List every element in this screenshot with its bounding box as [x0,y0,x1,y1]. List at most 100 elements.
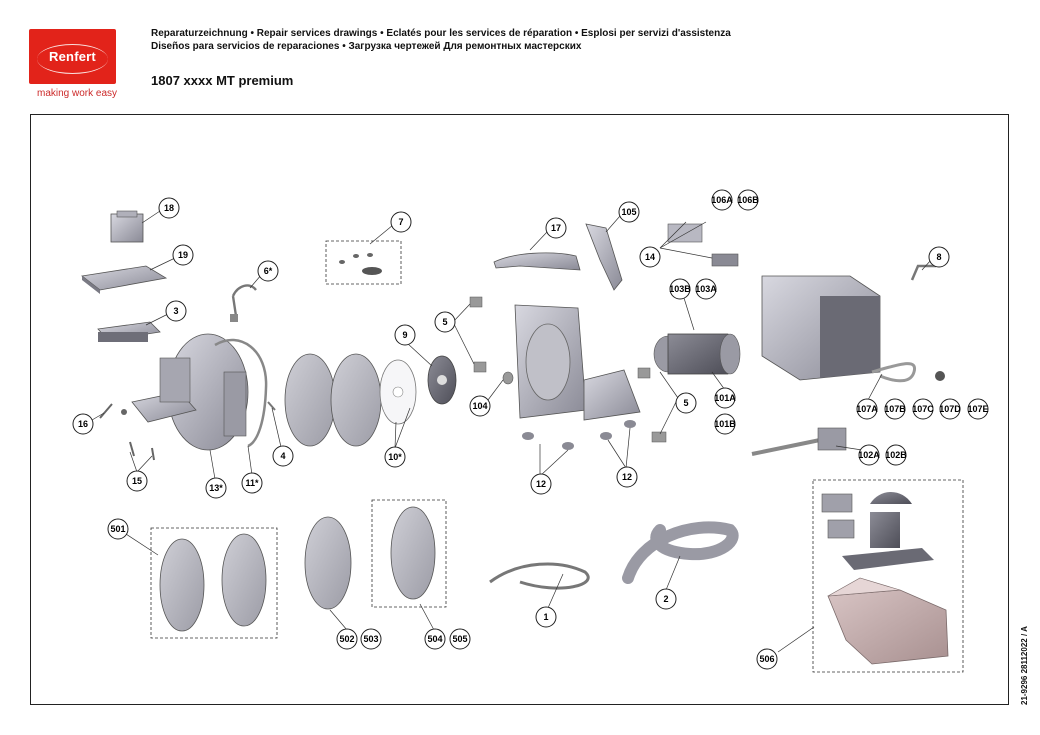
callout-502-label: 502 [339,634,354,644]
callout-9: 9 [394,324,416,346]
callout-104-label: 104 [472,401,487,411]
callout-10: 10* [384,446,406,468]
part-17-handle [493,252,581,271]
callout-7-label: 7 [398,217,403,227]
callout-102A: 102A [858,444,880,466]
callout-107B: 107B [884,398,906,420]
callout-107D-label: 107D [939,404,961,414]
renfert-logo: Renfert [29,29,116,84]
callout-18: 18 [158,197,180,219]
callout-16: 16 [72,413,94,435]
callout-102B: 102B [885,444,907,466]
drawing-frame [30,114,1009,705]
callout-106B: 106B [737,189,759,211]
callout-107C: 107C [912,398,934,420]
callout-1-label: 1 [543,612,548,622]
callout-7: 7 [390,211,412,233]
callout-18-label: 18 [164,203,174,213]
part-501-kit [150,527,278,639]
callout-11: 11* [241,472,263,494]
callout-503-label: 503 [363,634,378,644]
part-105-cover [585,223,623,291]
leader-lines [91,210,932,653]
callout-16-label: 16 [78,419,88,429]
discs-group [284,353,417,447]
callout-104: 104 [469,395,491,417]
part-106-switch [667,223,739,267]
part-gear-housing [514,304,641,421]
part-11-wire-hoop [214,338,268,448]
callout-101A: 101A [714,387,736,409]
callout-5-left: 5 [434,311,456,333]
logo-text: Renfert [49,49,96,64]
callout-2-label: 2 [663,594,668,604]
tagline: making work easy [37,88,118,99]
callout-19-label: 19 [178,250,188,260]
part-1-hose [489,562,590,590]
part-2-tube-coil [622,521,739,584]
part-107-base-housing [761,275,945,383]
callout-107C-label: 107C [912,404,934,414]
callout-102A-label: 102A [858,450,880,460]
callout-105-label: 105 [621,207,636,217]
callout-4: 4 [272,445,294,467]
part-19-table-plate [81,265,168,294]
callout-504-label: 504 [427,634,442,644]
callout-106B-label: 106B [737,195,759,205]
callout-101B: 101B [714,413,736,435]
callout-107E: 107E [967,398,989,420]
header-line-1: Reparaturzeichnung • Repair services dra… [151,28,731,39]
callout-103B: 103B [669,278,691,300]
part-504-kit [371,499,447,608]
part-5-brackets-right [637,367,667,443]
callout-14-label: 14 [645,252,655,262]
callout-12-left-label: 12 [536,479,546,489]
part-502-disc [304,516,352,610]
callout-12-left: 12 [530,473,552,495]
part-9-flange [427,355,457,405]
callout-106A-label: 106A [711,195,733,205]
callout-2: 2 [655,588,677,610]
part-4-pin [267,401,276,411]
callout-107E-label: 107E [967,404,988,414]
header-line-2: Diseños para servicios de reparaciones •… [151,41,582,52]
callout-101A-label: 101A [714,393,736,403]
callout-103B-label: 103B [669,284,691,294]
callout-13: 13* [205,477,227,499]
logo-swoosh [37,44,108,74]
callout-501: 501 [107,518,129,540]
callout-19: 19 [172,244,194,266]
callout-504: 504 [424,628,446,650]
part-13-main-housing [131,333,249,451]
part-8-hex-key [910,264,936,281]
part-12-feet [522,420,636,450]
callout-3: 3 [165,300,187,322]
callout-11-label: 11* [245,478,259,488]
callout-107A-label: 107A [856,404,878,414]
callout-503: 503 [360,628,382,650]
part-5-brackets-left [469,296,487,373]
callout-5-left-label: 5 [442,317,447,327]
callout-107B-label: 107B [884,404,906,414]
callout-1: 1 [535,606,557,628]
callout-501-label: 501 [110,524,125,534]
callout-13-label: 13* [209,483,223,493]
callout-105: 105 [618,201,640,223]
callout-101B-label: 101B [714,419,736,429]
callout-505: 505 [449,628,471,650]
callout-12-right-label: 12 [622,472,632,482]
callout-103A-label: 103A [695,284,717,294]
callout-5-right-label: 5 [683,398,688,408]
callout-103A: 103A [695,278,717,300]
callout-14: 14 [639,246,661,268]
callout-502: 502 [336,628,358,650]
callout-8: 8 [928,246,950,268]
callout-6-label: 6* [264,266,273,276]
part-16-screw [99,403,127,419]
part-3-guide-block [97,321,161,342]
callout-102B-label: 102B [885,450,907,460]
callout-15-label: 15 [132,476,142,486]
callout-12-right: 12 [616,466,638,488]
part-15-screws [129,441,155,461]
callout-505-label: 505 [452,634,467,644]
